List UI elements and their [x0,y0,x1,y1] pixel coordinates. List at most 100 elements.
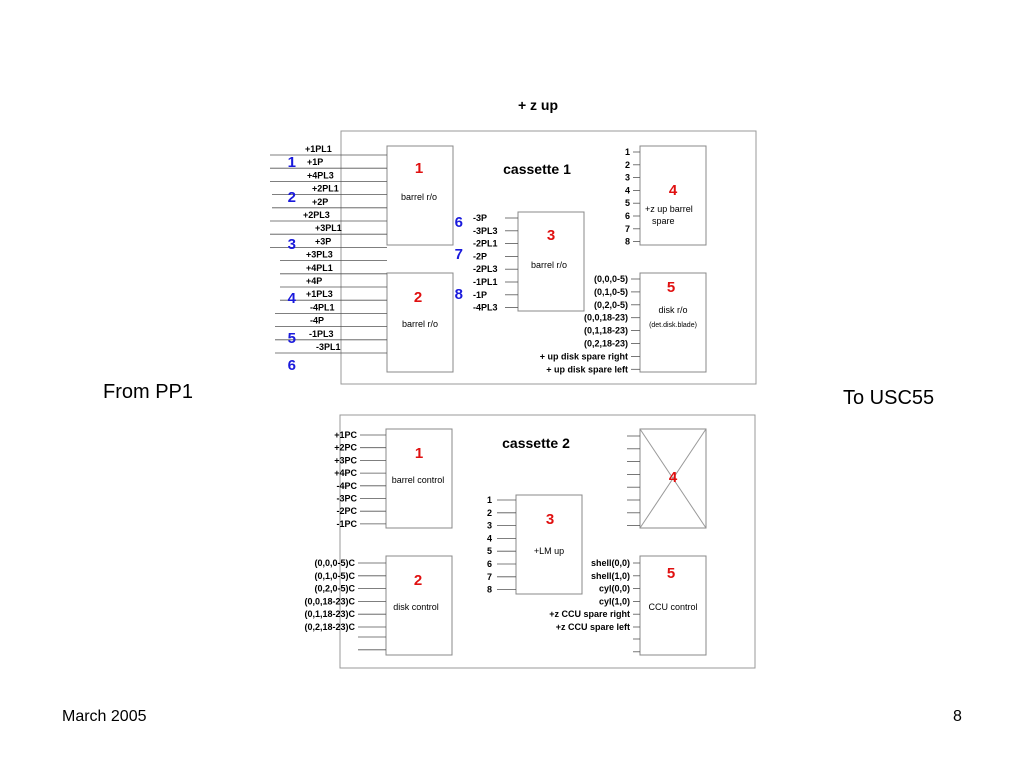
connector-label: +3PL1 [315,223,342,233]
connector-label: -1P [473,290,487,300]
box-number: 1 [415,160,423,177]
connector-label: +4P [306,276,322,286]
connector-label: -1PC [336,519,357,529]
connector-label: -1PL1 [473,277,498,287]
box-label: disk control [393,602,439,612]
pin-number: 2 [487,508,492,518]
connector-label: -4PL3 [473,303,498,313]
pin-number: 1 [625,147,630,157]
cassette-2-box-3: 3 +LM up [515,494,583,595]
group-number: 7 [455,246,463,263]
cassette-1-box-4: 4 +z up barrel spare [639,145,707,246]
pin-number: 5 [625,198,630,208]
connector-label: -3P [473,213,487,223]
box-label-line-1: disk r/o [658,305,687,315]
connector-label: (0,1,0-5)C [314,571,355,581]
pin-number: 4 [625,185,630,195]
connector-label: -3PC [336,494,357,504]
connector-label: (0,0,0-5) [594,274,628,284]
connector-label: +4PL1 [306,263,333,273]
diagram-title: + z up [518,97,558,113]
cassette-2-box-4-stubs [627,435,640,526]
connector-label: (0,0,18-23) [584,313,628,323]
connector-label: +4PL3 [307,170,334,180]
box-label: CCU control [648,602,697,612]
cassette-1-box-2: 2 barrel r/o [386,272,454,373]
group-number: 2 [288,189,296,206]
connector-label: -2PC [336,506,357,516]
cassette-1-box-3: 3 barrel r/o [517,211,585,312]
connector-label: shell(1,0) [591,571,630,581]
connector-label: -1PL3 [309,329,334,339]
connector-label: (0,0,0-5)C [314,558,355,568]
pin-number: 7 [625,224,630,234]
group-number: 5 [288,330,296,347]
box-label: barrel control [392,475,445,485]
connector-label: cyl(0,0) [599,584,630,594]
group-number: 8 [455,286,463,303]
pin-number: 5 [487,546,492,556]
box-number: 4 [669,182,678,199]
connector-label: (0,0,18-23)C [304,596,355,606]
pin-number: 6 [487,559,492,569]
cassette-2-box-5: 5 CCU control [639,555,707,656]
pin-number: 3 [625,173,630,183]
connector-label: +4PC [334,468,357,478]
connector-label: -2P [473,251,487,261]
pin-number: 8 [625,237,630,247]
group-number: 1 [288,154,296,171]
connector-label: (0,2,0-5)C [314,584,355,594]
box-number: 2 [414,572,422,589]
group-number: 4 [288,290,297,307]
cassette-1-left-connectors: +1PL1+1P+4PL3+2PL1+2P+2PL3+3PL1+3P+3PL3+… [270,144,387,354]
box-number: 3 [547,227,555,244]
connector-label: +1PC [334,430,357,440]
pin-number: 7 [487,572,492,582]
cassette-2-box-5-connectors: shell(0,0) shell(1,0) cyl(0,0) cyl(1,0) +z C… [549,558,640,653]
connector-label: shell(0,0) [591,558,630,568]
connector-label: +z CCU spare right [549,609,630,619]
footer-date: March 2005 [62,708,147,725]
box-number: 2 [414,289,422,306]
pin-number: 3 [487,521,492,531]
connector-label: +3P [315,236,331,246]
connector-label: -3PL1 [316,342,341,352]
pin-number: 4 [487,533,492,543]
from-label: From PP1 [103,381,194,403]
cassette-2-box-2: 2 disk control [385,555,453,656]
cassette-2-frame [339,414,756,669]
box-number: 1 [415,445,423,462]
pin-number: 1 [487,495,492,505]
cassette-1-frame [340,130,757,385]
cassette-1-box-5-connectors: (0,0,0-5) (0,1,0-5) (0,2,0-5) (0,0,18-23) (0… [540,274,640,374]
cross-line [639,428,707,529]
box-number: 5 [667,279,675,296]
box-label: barrel r/o [402,319,438,329]
connector-label: +2PC [334,443,357,453]
connector-label: -4PC [336,481,357,491]
cassette-1-box-1: 1 barrel r/o [386,145,454,246]
connector-label: + up disk spare left [546,364,628,374]
cassette-2-title: cassette 2 [502,435,570,451]
pin-number: 8 [487,585,492,595]
box-number: 4 [669,469,678,486]
connector-label: cyl(1,0) [599,596,630,606]
connector-label: +1PL1 [305,144,332,154]
connector-label: +2PL3 [303,210,330,220]
connector-label: (0,1,0-5) [594,287,628,297]
box-label-line-1: +z up barrel [645,204,693,214]
cassette-1-box-5: 5 disk r/o (det.disk.blade) [639,272,707,373]
page-number: 8 [953,708,962,725]
group-number: 3 [288,236,296,253]
connector-label: (0,2,0-5) [594,300,628,310]
connector-label: +3PL3 [306,250,333,260]
pin-number: 2 [625,160,630,170]
connector-label: (0,2,18-23) [584,339,628,349]
cassette-2-box-2-connectors: (0,0,0-5)C (0,1,0-5)C (0,2,0-5)C (0,0,18-23… [304,558,386,651]
box-label-line-2: spare [652,216,675,226]
